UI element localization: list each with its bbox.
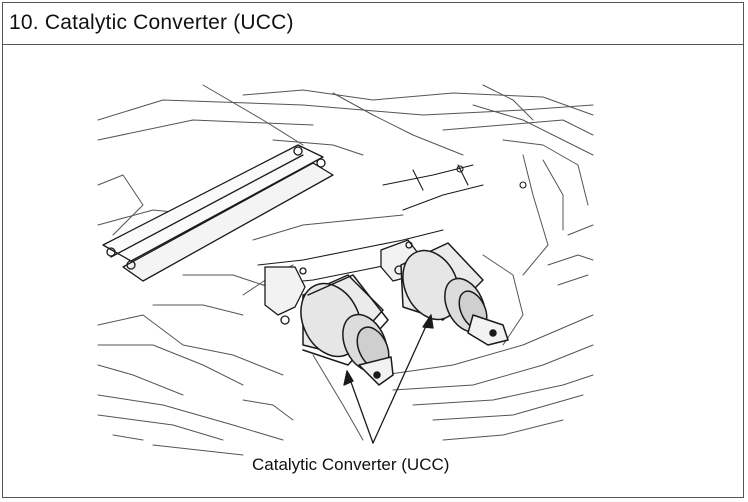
section-header: 10. Catalytic Converter (UCC) — [3, 3, 743, 45]
section-title: 10. Catalytic Converter (UCC) — [9, 11, 294, 34]
underbody-panel-lines — [97, 84, 594, 456]
left-converter-flange — [264, 266, 307, 325]
converter-callout-label: Catalytic Converter (UCC) — [252, 455, 450, 474]
cross-member-bracket — [102, 144, 334, 282]
figure-area: Catalytic Converter (UCC) — [3, 45, 743, 497]
left-catalytic-converter — [300, 274, 394, 386]
catalytic-converter-illustration — [97, 84, 594, 456]
right-catalytic-converter — [400, 242, 509, 346]
callout-leader-lines — [343, 314, 434, 444]
